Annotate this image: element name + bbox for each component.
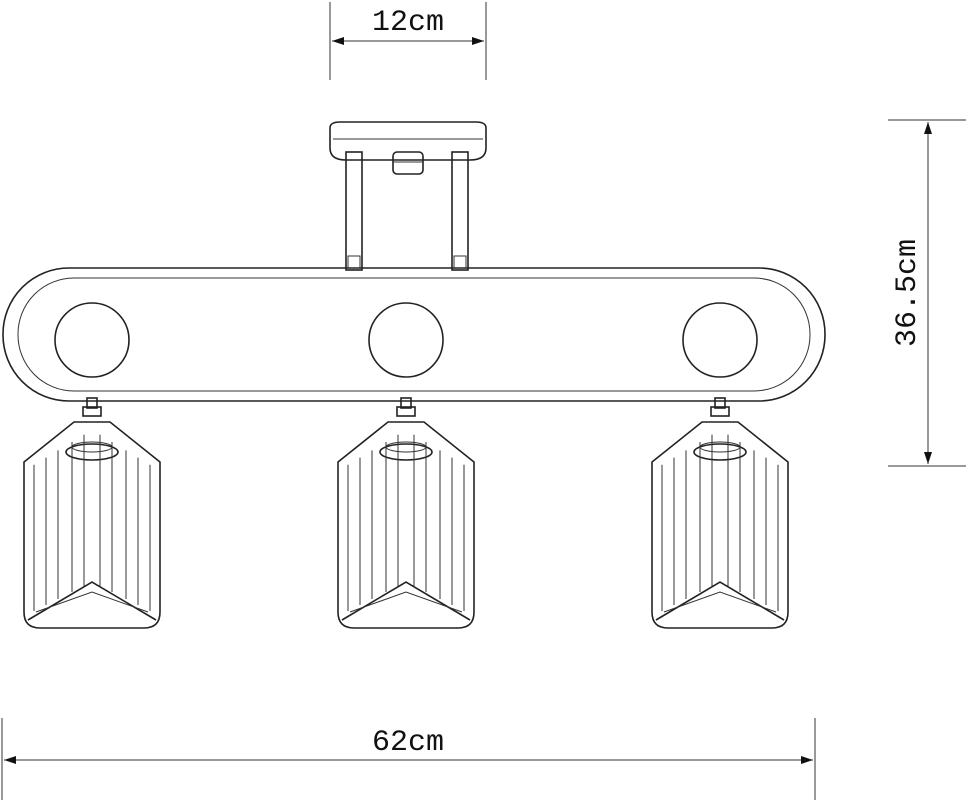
shade-3 [651, 397, 789, 629]
shades [23, 397, 789, 629]
lamp-bar [2, 267, 826, 402]
total-width-dimension: 62cm [1, 718, 816, 800]
total-height-label: 36.5cm [891, 239, 925, 347]
shade-2 [337, 397, 475, 629]
total-height-dimension: 36.5cm [888, 119, 966, 467]
shade-1 [23, 397, 161, 629]
total-width-label: 62cm [372, 726, 444, 760]
support-rods [345, 151, 469, 271]
ceiling-canopy [329, 121, 487, 175]
canopy-width-dimension: 12cm [329, 2, 487, 80]
canopy-width-label: 12cm [372, 6, 444, 40]
